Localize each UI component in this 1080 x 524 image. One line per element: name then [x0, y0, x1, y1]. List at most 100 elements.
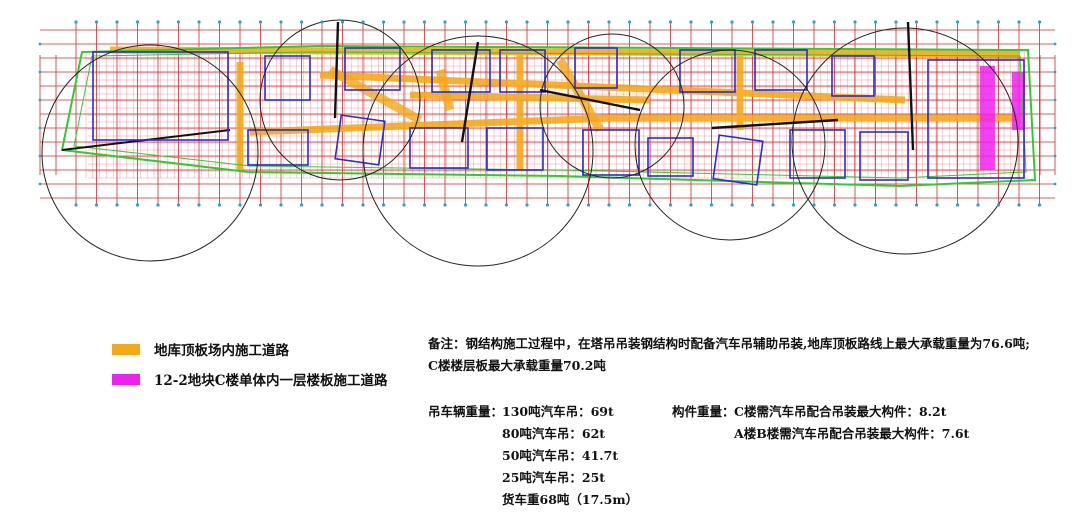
axis-marker — [115, 20, 119, 24]
building-outline — [92, 51, 229, 141]
axis-marker — [914, 203, 919, 207]
axis-marker — [504, 20, 509, 24]
axis-marker — [197, 203, 201, 207]
axis-marker — [402, 203, 406, 207]
axis-marker — [545, 20, 550, 24]
axis-marker — [607, 20, 611, 24]
vehicle-weight-item: 25吨汽车吊：25t — [502, 470, 606, 485]
axis-marker — [730, 203, 734, 207]
axis-marker — [607, 203, 611, 207]
axis-marker — [38, 154, 42, 158]
axis-marker — [1037, 20, 1042, 24]
axis-marker — [238, 203, 242, 207]
building-outline — [431, 49, 491, 93]
crane-arm — [539, 88, 641, 112]
boundary-outline — [60, 44, 1037, 188]
axis-marker — [156, 203, 160, 207]
axis-marker — [381, 203, 386, 207]
axis-marker — [689, 203, 693, 207]
axis-marker — [340, 20, 345, 24]
axis-marker — [320, 20, 324, 24]
axis-marker — [914, 20, 919, 24]
axis-marker — [791, 20, 796, 24]
building-outline — [574, 47, 618, 89]
vehicle-weight-item: 80吨汽车吊：62t — [502, 426, 606, 441]
axis-marker — [38, 126, 42, 130]
building-outline — [486, 127, 544, 171]
axis-marker — [668, 203, 673, 207]
axis-marker — [1017, 203, 1021, 207]
axis-marker — [1017, 20, 1021, 24]
axis-marker — [525, 20, 529, 24]
axis-marker — [812, 20, 816, 24]
axis-marker — [586, 20, 591, 24]
axis-marker — [1053, 98, 1057, 102]
axis-marker — [935, 203, 939, 207]
building-outline — [712, 134, 764, 186]
axis-marker — [791, 203, 796, 207]
building-outline — [859, 131, 909, 181]
axis-marker — [381, 20, 386, 24]
axis-marker — [566, 20, 570, 24]
building-outline — [754, 49, 808, 91]
crane-radius-circle — [41, 44, 259, 262]
boundary-outline — [73, 51, 1027, 179]
axis-marker — [38, 98, 42, 102]
axis-marker — [176, 203, 181, 207]
axis-marker — [156, 20, 160, 24]
axis-marker — [361, 203, 365, 207]
axis-marker — [135, 20, 140, 24]
axis-marker — [463, 203, 468, 207]
vehicle-weights-heading: 吊车辆重量： — [428, 404, 504, 419]
axis-marker — [279, 203, 283, 207]
axis-marker — [217, 20, 222, 24]
axis-marker — [730, 20, 734, 24]
axis-marker — [258, 203, 263, 207]
building-outlines — [92, 47, 1025, 186]
axis-marker — [422, 203, 427, 207]
vehicle-weight-item: 货车重68吨（17.5m） — [502, 492, 639, 507]
building-outline — [264, 55, 311, 101]
axis-marker — [1053, 70, 1057, 74]
building-outline — [647, 137, 694, 177]
axis-marker — [1053, 42, 1057, 46]
crane-radius-circle — [634, 49, 826, 241]
axis-marker — [668, 20, 673, 24]
axis-marker — [853, 203, 857, 207]
crane-arm — [711, 118, 839, 130]
building-outline — [247, 129, 309, 166]
axis-marker — [627, 20, 632, 24]
crane-radius-circle — [362, 35, 594, 267]
axis-marker — [1053, 182, 1057, 186]
tower-crane-radii — [41, 19, 1019, 267]
axis-marker — [176, 20, 181, 24]
axis-marker — [443, 203, 447, 207]
axis-marker — [771, 203, 775, 207]
axis-marker — [996, 20, 1001, 24]
crane-arm — [460, 41, 480, 143]
building-outline — [789, 129, 846, 179]
axis-marker — [197, 20, 201, 24]
axis-marker — [525, 203, 529, 207]
axis-marker — [38, 70, 42, 74]
axis-marker — [504, 203, 509, 207]
axis-marker — [750, 203, 755, 207]
axis-marker — [115, 203, 119, 207]
vehicle-weight-item: 50吨汽车吊：41.7t — [502, 448, 619, 463]
building-outline — [409, 127, 469, 169]
axis-marker — [832, 203, 837, 207]
crane-radius-circle — [539, 33, 685, 179]
axis-marker — [94, 203, 99, 207]
axis-marker — [74, 20, 78, 24]
axis-marker — [832, 20, 837, 24]
axis-marker — [709, 203, 714, 207]
axis-marker — [38, 182, 42, 186]
axis-marker — [812, 203, 816, 207]
axis-marker — [771, 20, 775, 24]
axis-marker — [853, 20, 857, 24]
axis-marker — [935, 20, 939, 24]
axis-marker — [566, 203, 570, 207]
axis-marker — [1037, 203, 1042, 207]
axis-marker — [217, 203, 222, 207]
component-weights-heading: 构件重量： — [672, 404, 735, 419]
